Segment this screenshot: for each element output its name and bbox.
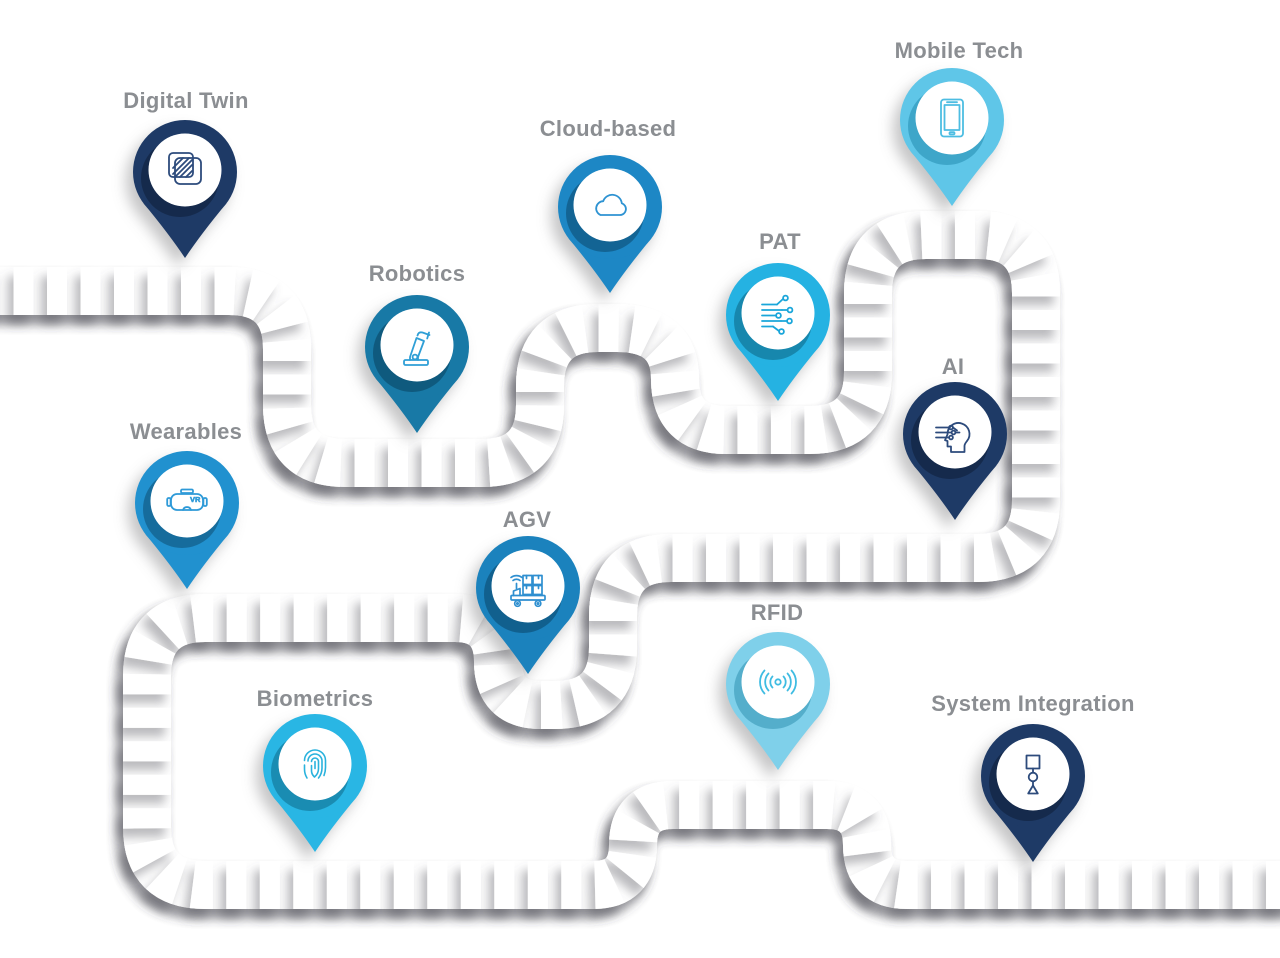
map-pin-agv (476, 536, 580, 674)
pin-face (996, 737, 1070, 811)
map-pin-cloud-based (558, 155, 662, 293)
map-pin-ai (903, 382, 1007, 520)
milestone-label-mobile-tech: Mobile Tech (894, 38, 1024, 63)
milestone-label-robotics: Robotics (368, 261, 466, 286)
pin-face (380, 308, 454, 382)
milestone-label-digital-twin: Digital Twin (123, 88, 249, 113)
milestone-label-pat: PAT (759, 229, 801, 254)
map-pin-robotics (365, 295, 469, 433)
map-pin-digital-twin (133, 120, 237, 258)
map-pin-rfid (726, 632, 830, 770)
road-ribbon (0, 211, 1280, 909)
pin-face (741, 645, 815, 719)
pin-face (148, 133, 222, 207)
pin-face (573, 168, 647, 242)
pin-face (915, 81, 989, 155)
milestone-label-biometrics: Biometrics (256, 686, 374, 711)
milestone-label-ai: AI (941, 354, 965, 379)
milestone-label-agv: AGV (502, 507, 552, 532)
map-pin-pat (726, 263, 830, 401)
map-pin-biometrics (263, 714, 367, 852)
milestone-label-system-integration: System Integration (931, 691, 1135, 716)
map-pin-wearables (135, 451, 239, 589)
map-pin-system-integration (981, 724, 1085, 862)
milestone-label-rfid: RFID (750, 600, 804, 625)
map-pin-mobile-tech (900, 68, 1004, 206)
milestone-label-wearables: Wearables (129, 419, 243, 444)
milestone-label-cloud-based: Cloud-based (539, 116, 677, 141)
pin-face (150, 464, 224, 538)
